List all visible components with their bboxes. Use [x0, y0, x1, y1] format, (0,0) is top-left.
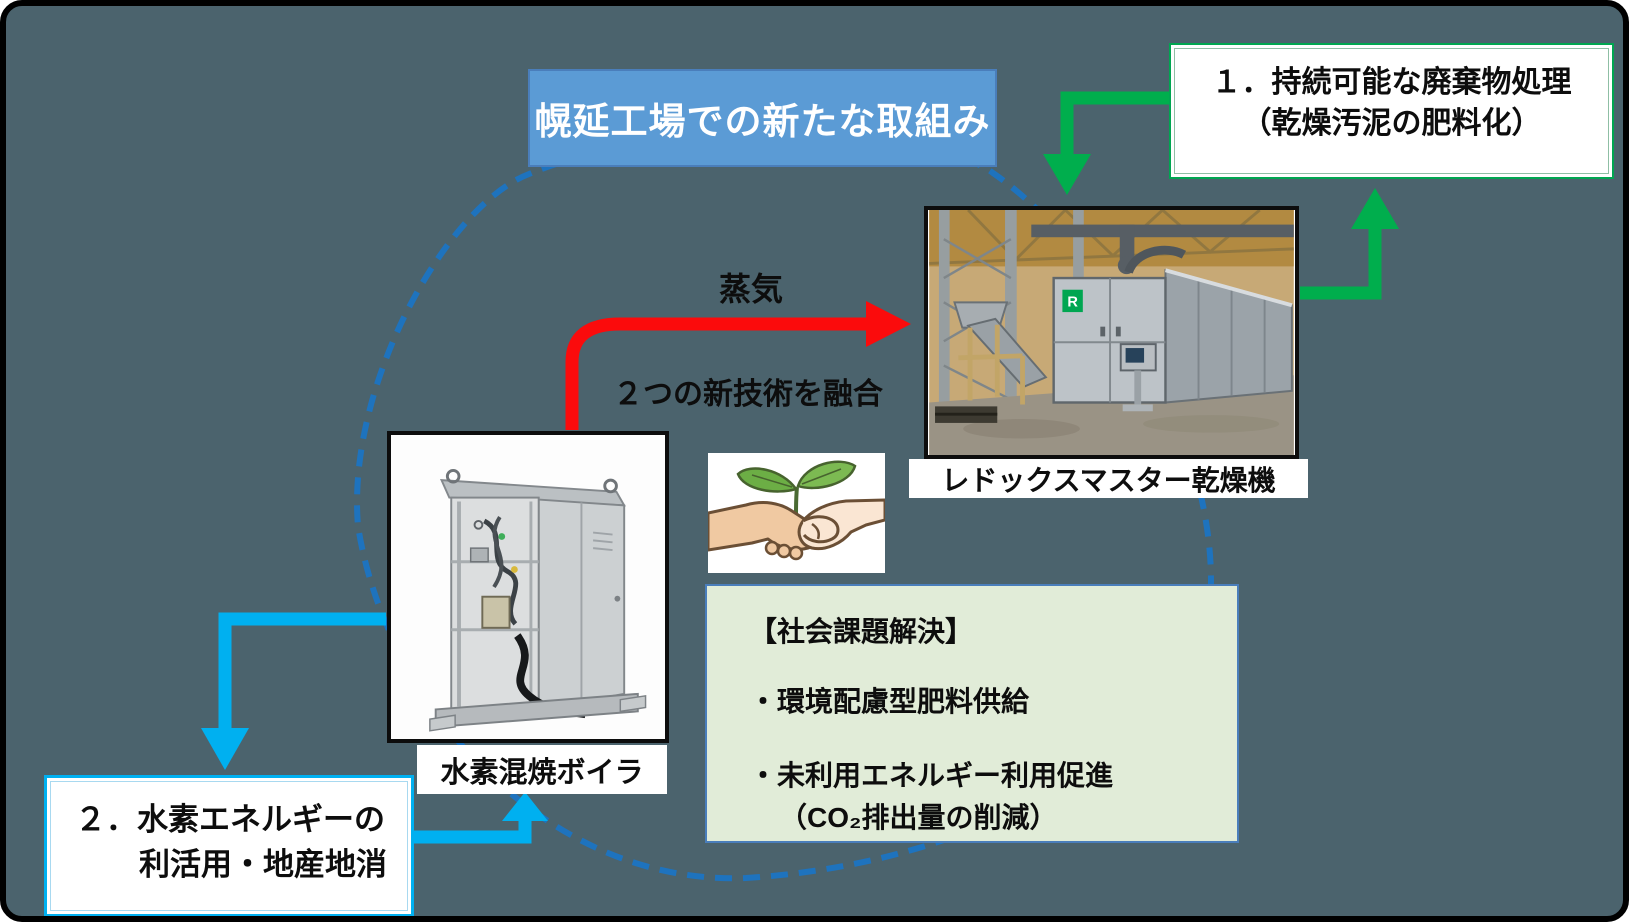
- handshake-with-sprout-icon: [708, 453, 885, 573]
- boiler-photo: [387, 431, 669, 743]
- svg-text:R: R: [1067, 294, 1078, 310]
- dryer-caption-text: レドックスマスター乾燥機: [941, 464, 1276, 496]
- boiler-to-hydrogen-arrow: [218, 612, 386, 729]
- dryer-to-waste-arrow: [1300, 228, 1382, 300]
- hydrogen-energy-box: ２．水素エネルギーの 利活用・地産地消: [44, 775, 414, 916]
- hydrogen-energy-line1: ２．水素エネルギーの: [75, 802, 385, 837]
- cycle-dashed-circle: [354, 130, 1215, 882]
- hydrogen-to-boiler-arrow: [412, 819, 532, 844]
- steam-arrow: [565, 317, 868, 430]
- hydrogen-to-boiler-arrowhead: [502, 792, 548, 821]
- dryer-photo: R: [924, 206, 1299, 459]
- boiler-caption-text: 水素混焼ボイラ: [440, 756, 644, 789]
- title-banner: 幌延工場での新たな取組み: [528, 69, 997, 167]
- steam-label: 蒸気: [718, 271, 783, 307]
- dryer-photo-illustration: R: [929, 210, 1294, 455]
- solution-bullet-2: ・未利用エネルギー利用促進: [749, 760, 1114, 791]
- connector-layer: [201, 91, 1399, 882]
- boiler-photo-illustration: [391, 435, 665, 739]
- dryer-to-waste-arrowhead: [1351, 188, 1399, 229]
- waste-treatment-line1: １．持続可能な廃棄物処理: [1211, 66, 1572, 99]
- solution-bullet-2-note: （CO₂排出量の削減）: [779, 802, 1058, 833]
- dryer-caption: レドックスマスター乾燥機: [909, 459, 1308, 498]
- boiler-to-hydrogen-arrowhead: [201, 728, 249, 770]
- waste-to-dryer-arrowhead: [1043, 154, 1091, 195]
- solution-bullet-1: ・環境配慮型肥料供給: [749, 686, 1030, 717]
- solution-box: 【社会課題解決】 ・環境配慮型肥料供給 ・未利用エネルギー利用促進 （CO₂排出…: [705, 584, 1239, 843]
- waste-treatment-box: １．持続可能な廃棄物処理 （乾燥汚泥の肥料化）: [1169, 43, 1614, 179]
- boiler-caption: 水素混焼ボイラ: [417, 745, 667, 794]
- steam-arrowhead: [866, 301, 911, 347]
- title-text: 幌延工場での新たな取組み: [534, 101, 991, 142]
- solution-heading: 【社会課題解決】: [749, 616, 974, 647]
- fusion-label: ２つの新技術を融合: [613, 378, 883, 411]
- waste-treatment-line2: （乾燥汚泥の肥料化）: [1241, 107, 1542, 141]
- hydrogen-energy-line2: 利活用・地産地消: [139, 846, 387, 882]
- waste-to-dryer-arrow: [1060, 91, 1169, 156]
